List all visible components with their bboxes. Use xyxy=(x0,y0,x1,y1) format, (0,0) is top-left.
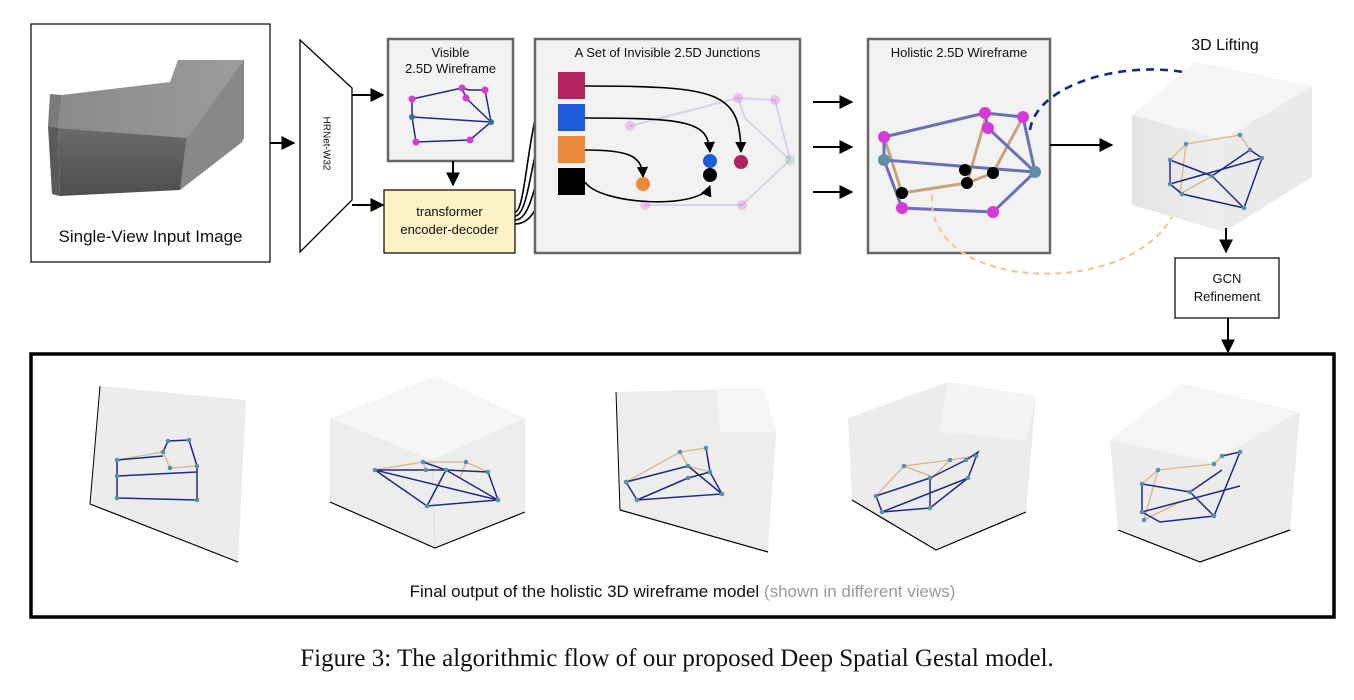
visible-wireframe-title-line2: 2.5D Wireframe xyxy=(404,61,497,76)
visible-wireframe-panel xyxy=(386,37,515,163)
query-token-black xyxy=(558,168,585,195)
visible-wireframe-title: Visible 2.5D Wireframe xyxy=(388,45,513,77)
figure-caption: Figure 3: The algorithmic flow of our pr… xyxy=(300,645,1054,672)
query-token-crimson xyxy=(558,72,585,99)
holistic-wireframe-panel xyxy=(866,37,1052,255)
final-output-caption-note: (shown in different views) xyxy=(763,582,956,601)
junction-orange xyxy=(636,177,650,191)
output-view-2 xyxy=(329,376,526,549)
junction-blue xyxy=(703,154,717,168)
transformer-box xyxy=(383,189,516,254)
dashed-hidden-curve xyxy=(930,193,1185,275)
junction-black xyxy=(703,168,717,182)
output-view-5 xyxy=(1110,384,1300,563)
output-view-1 xyxy=(89,385,246,563)
holistic-junctions xyxy=(878,107,1041,218)
hrnet-label: HRNet-W32 xyxy=(320,116,332,171)
final-output-caption: Final output of the holistic 3D wirefram… xyxy=(31,582,1334,602)
transformer-label: transformer encoder-decoder xyxy=(384,203,515,239)
final-output-caption-main: Final output of the holistic 3D wirefram… xyxy=(409,582,760,601)
transformer-label-line1: transformer xyxy=(416,204,483,219)
faded-wireframe xyxy=(629,96,792,206)
holistic-wireframe-title: Holistic 2.5D Wireframe xyxy=(890,45,1028,60)
faded-junctions xyxy=(625,93,795,210)
input-object-render xyxy=(48,60,244,196)
output-view-4 xyxy=(848,382,1036,551)
gcn-label-line2: Refinement xyxy=(1193,289,1261,304)
invisible-junctions-panel xyxy=(533,37,802,255)
query-to-junction-arrows xyxy=(584,85,747,203)
hrnet-backbone-block xyxy=(299,38,353,254)
query-token-blue xyxy=(558,104,585,131)
input-image-panel xyxy=(30,23,271,263)
lifting-3d-cube xyxy=(1132,62,1312,232)
junction-crimson xyxy=(734,155,748,169)
invisible-junctions-title: A Set of Invisible 2.5D Junctions xyxy=(574,45,761,60)
visible-wireframe-title-line1: Visible xyxy=(431,45,470,60)
query-token-orange xyxy=(558,136,585,163)
arrows-to-holistic xyxy=(813,95,854,199)
lifting-title: 3D Lifting xyxy=(1191,37,1259,54)
gcn-label: GCN Refinement xyxy=(1175,270,1279,306)
visible-junctions xyxy=(408,84,494,146)
gcn-box xyxy=(1174,257,1280,319)
transformer-label-line2: encoder-decoder xyxy=(400,222,499,237)
input-image-label: Single-View Input Image xyxy=(58,227,243,246)
gcn-label-line1: GCN xyxy=(1212,271,1242,286)
output-view-3 xyxy=(615,388,776,553)
